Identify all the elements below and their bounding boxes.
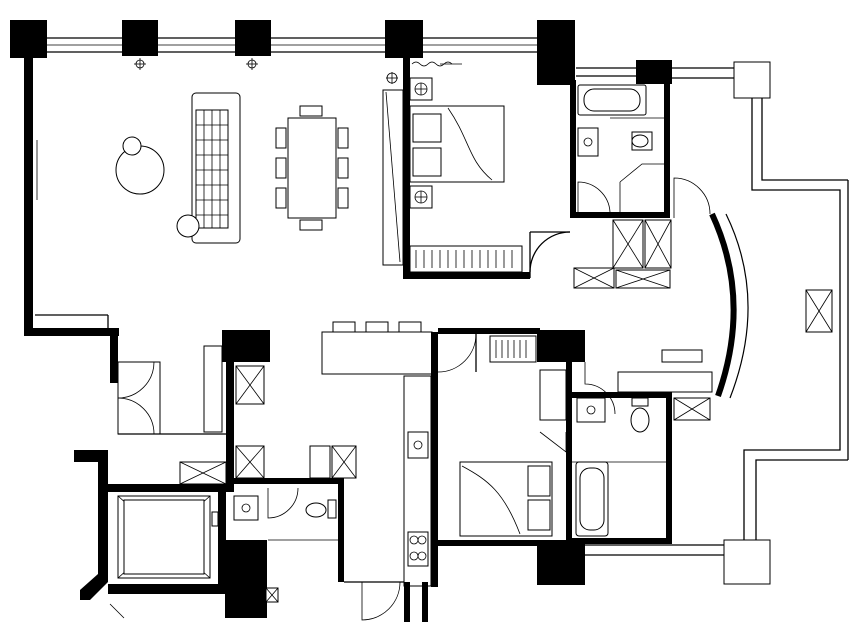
tv-wall-panel (382, 89, 404, 266)
living-room-walls (24, 56, 119, 383)
master-bedroom (386, 56, 576, 279)
kitchen (321, 321, 477, 587)
closets (573, 177, 711, 289)
round-table (115, 136, 165, 195)
master-bathroom (570, 67, 670, 218)
structural-columns (10, 20, 672, 618)
sofa (176, 92, 241, 244)
top-window-strip (45, 37, 540, 53)
elevator (74, 450, 279, 619)
balcony (585, 61, 849, 585)
curved-wall (709, 212, 749, 399)
dining-table (275, 105, 349, 231)
second-bedroom (438, 328, 616, 546)
entrance-area (117, 345, 428, 622)
ceiling-lights (134, 58, 258, 70)
second-bathroom (572, 349, 713, 544)
